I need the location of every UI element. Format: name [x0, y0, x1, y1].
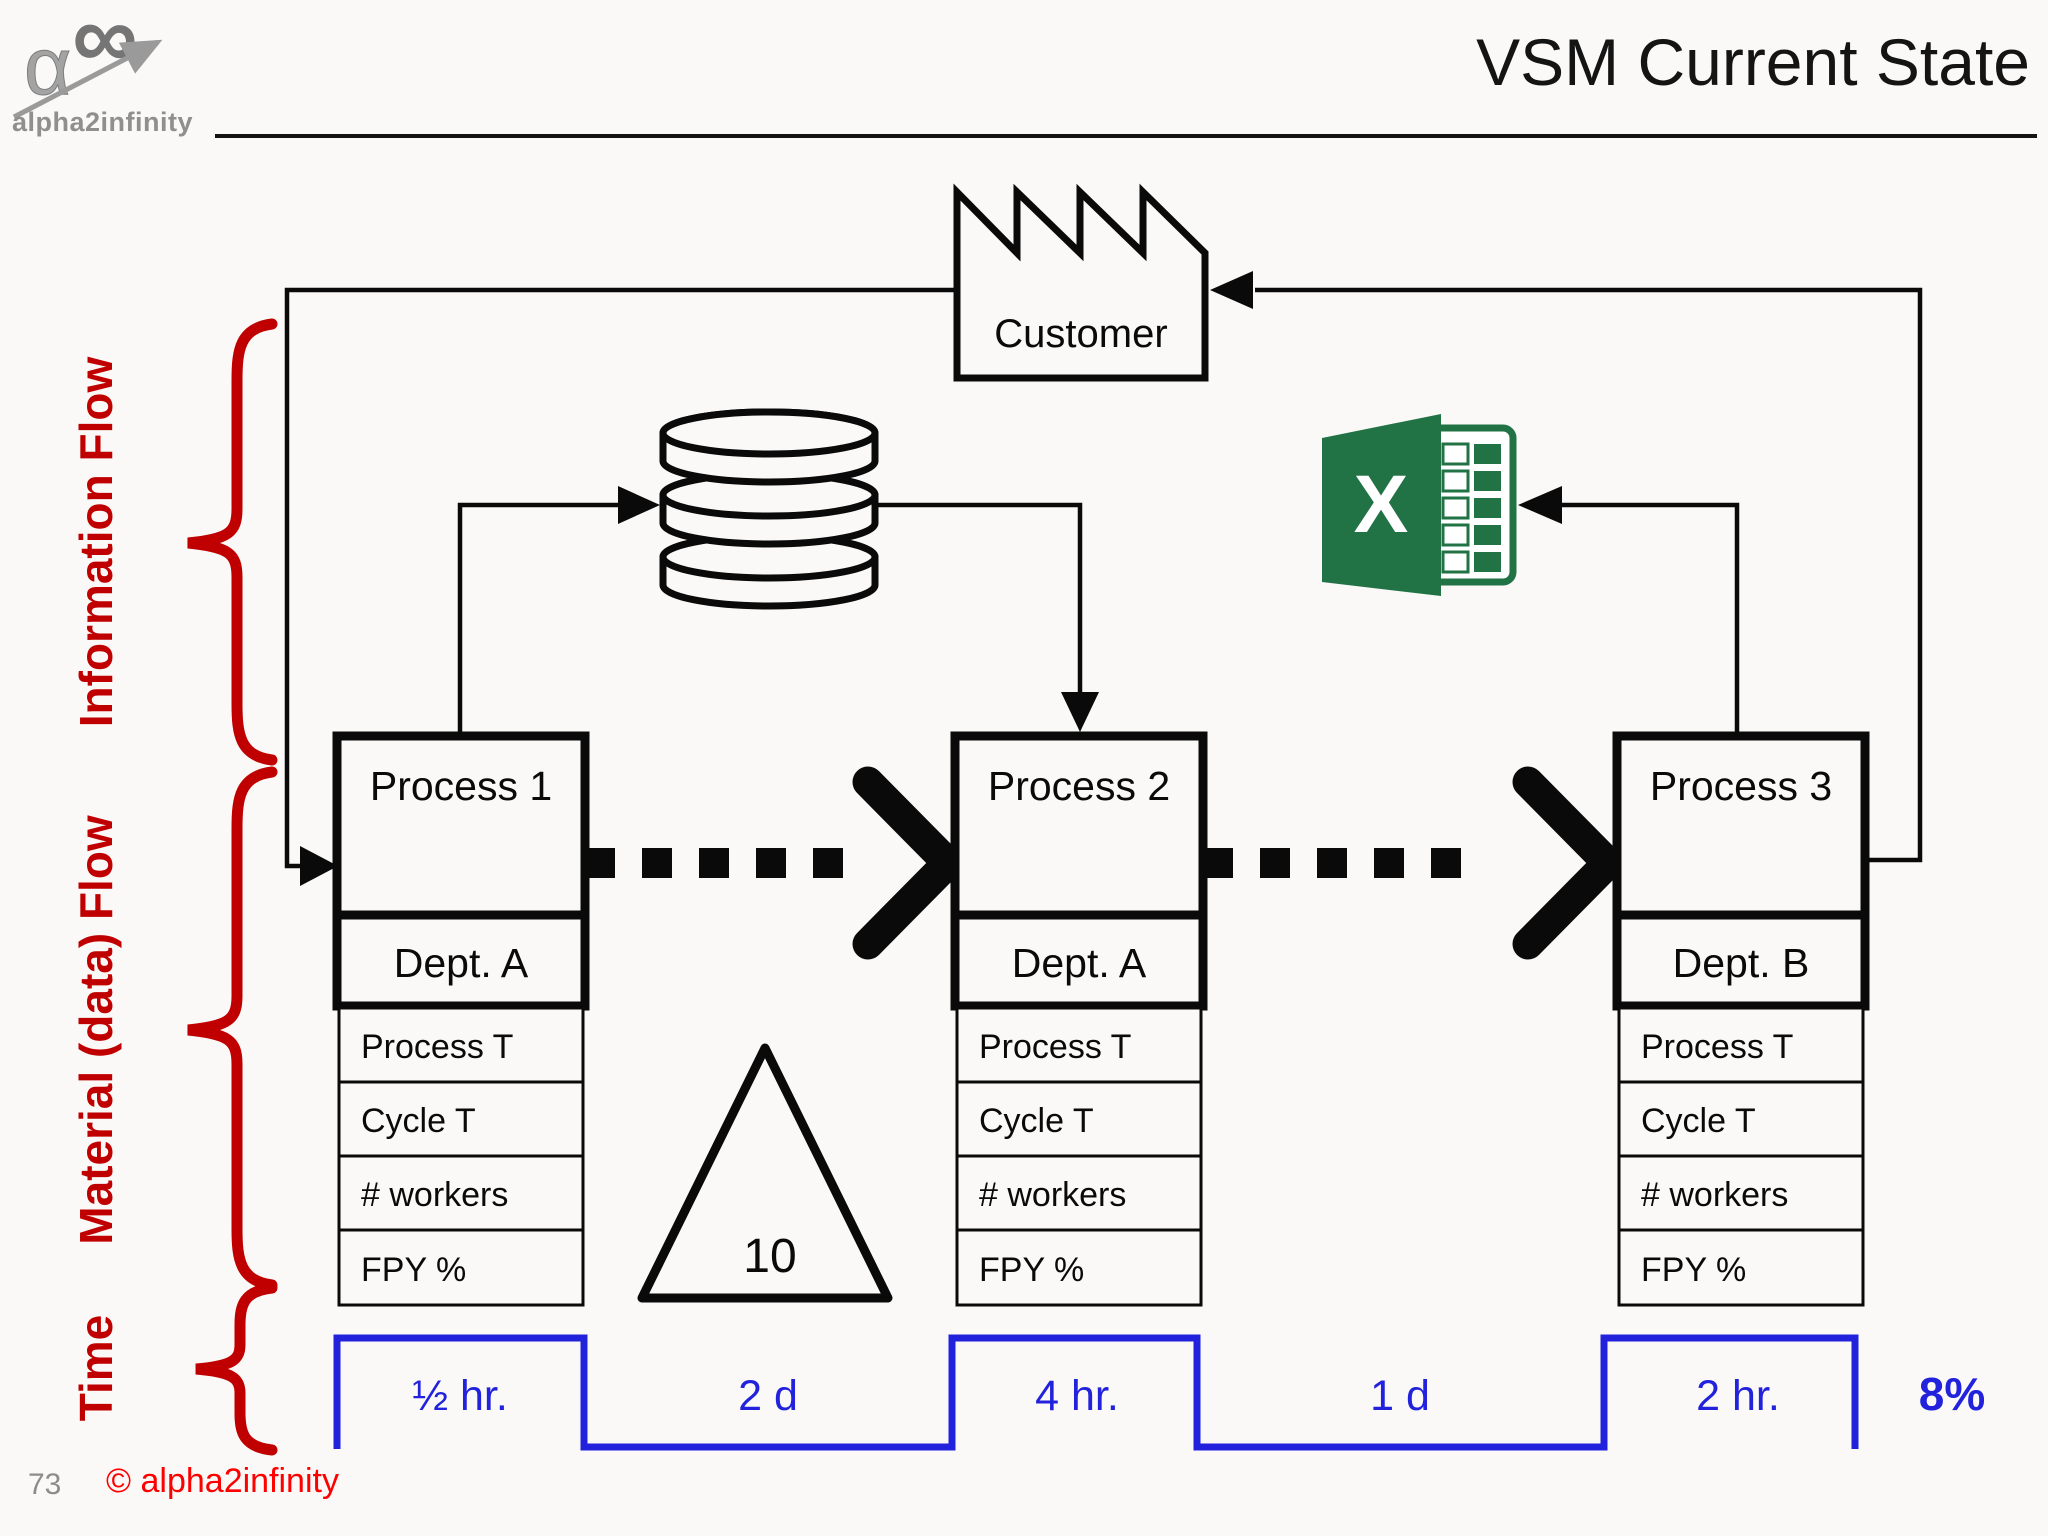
process3-outer-box — [1612, 731, 1870, 1011]
excel-sheet-grid — [1441, 442, 1501, 574]
page-number: 73 — [28, 1468, 62, 1501]
svg-text:Cycle T: Cycle T — [979, 1102, 1094, 1140]
process3-dept: Dept. B — [1673, 940, 1810, 986]
timeline: ½ hr. 2 d 4 hr. 1 d 2 hr. 8% — [333, 1334, 1985, 1451]
svg-text:# workers: # workers — [1641, 1176, 1788, 1214]
process1-to-database-line — [457, 502, 620, 736]
logo-arrow — [12, 39, 163, 120]
process3-title: Process 3 — [1650, 763, 1832, 809]
timeline-label-3: 4 hr. — [1035, 1372, 1119, 1420]
svg-text:Cycle T: Cycle T — [361, 1102, 476, 1140]
svg-text:FPY %: FPY % — [1641, 1251, 1746, 1289]
database-disk-top-rim — [659, 408, 879, 458]
process1-title: Process 1 — [370, 763, 552, 809]
process3-to-excel-line — [1560, 502, 1740, 736]
information-flow-lines — [284, 271, 1923, 886]
process2-outer-box — [950, 731, 1208, 1011]
process3-metric-labels: Process T Cycle T # workers FPY % — [1641, 1028, 1793, 1289]
process1-dept: Dept. A — [394, 940, 529, 986]
process2-title: Process 2 — [988, 763, 1170, 809]
process2-metric-labels: Process T Cycle T # workers FPY % — [979, 1028, 1131, 1289]
timeline-label-5: 2 hr. — [1696, 1372, 1780, 1420]
excel-x-letter: X — [1354, 459, 1409, 550]
slide-footer: 73 © alpha2infinity — [0, 1462, 600, 1522]
logo-wordmark: alpha2infinity — [12, 107, 193, 137]
process2-dept: Dept. A — [1012, 940, 1147, 986]
excel-cover — [1322, 414, 1441, 596]
svg-text:Process T: Process T — [361, 1028, 513, 1066]
logo-alpha-glyph: α — [24, 21, 71, 112]
customer-label: Customer — [994, 312, 1167, 356]
arrowhead-into-process1 — [300, 846, 338, 886]
factory-icon — [953, 183, 1209, 382]
database-to-process2-line — [875, 502, 1083, 694]
process3-metrics-table — [1617, 1006, 1865, 1307]
customer-factory: Customer — [953, 183, 1209, 382]
material-flow-label: Material (data) Flow — [70, 815, 122, 1245]
arrowhead-into-excel — [1518, 486, 1562, 524]
time-label: Time — [70, 1315, 122, 1422]
copyright-text: © alpha2infinity — [106, 1462, 339, 1500]
process2-metrics-table — [955, 1006, 1203, 1307]
excel-icon: X — [1322, 414, 1517, 596]
svg-text:# workers: # workers — [979, 1176, 1126, 1214]
arrowhead-into-process2 — [1061, 692, 1099, 732]
timeline-step-line — [333, 1334, 1859, 1451]
slide-title: VSM Current State — [1476, 25, 2030, 99]
process-box-1: Process 1 Dept. A Process T Cycle T # wo… — [332, 731, 590, 1307]
flow-braces — [187, 318, 278, 1456]
timeline-labels: ½ hr. 2 d 4 hr. 1 d 2 hr. — [412, 1372, 1780, 1420]
database-icon — [659, 408, 879, 610]
alpha2infinity-logo: α ∞ alpha2infinity — [12, 2, 193, 137]
inventory-value: 10 — [743, 1230, 796, 1283]
svg-text:FPY %: FPY % — [361, 1251, 466, 1289]
triangle-shape — [637, 1043, 893, 1303]
brace-material-flow — [187, 766, 278, 1291]
title-underline — [215, 134, 2037, 138]
svg-text:FPY %: FPY % — [979, 1251, 1084, 1289]
chevron-arrow-into-process3 — [1512, 766, 1624, 960]
information-flow-label: Information Flow — [70, 357, 122, 728]
svg-text:Cycle T: Cycle T — [1641, 1102, 1756, 1140]
inventory-triangle: 10 — [637, 1043, 893, 1303]
brace-time — [195, 1282, 278, 1456]
process-box-2: Process 2 Dept. A Process T Cycle T # wo… — [950, 731, 1208, 1307]
process1-metrics-table — [337, 1006, 585, 1307]
svg-text:Process T: Process T — [1641, 1028, 1793, 1066]
timeline-label-1: ½ hr. — [412, 1372, 508, 1420]
chevron-arrow-into-process2 — [852, 766, 964, 960]
arrowhead-into-customer — [1210, 271, 1253, 309]
brace-information-flow — [187, 318, 278, 766]
svg-text:# workers: # workers — [361, 1176, 508, 1214]
process1-outer-box — [332, 731, 590, 1011]
svg-text:Process T: Process T — [979, 1028, 1131, 1066]
process1-metric-labels: Process T Cycle T # workers FPY % — [361, 1028, 513, 1289]
timeline-label-2: 2 d — [738, 1372, 798, 1420]
flow-labels: Information Flow Material (data) Flow Ti… — [70, 357, 122, 1422]
process3-to-customer-line — [1255, 287, 1923, 863]
timeline-label-4: 1 d — [1370, 1372, 1430, 1420]
arrowhead-into-database — [618, 486, 660, 524]
process-box-3: Process 3 Dept. B Process T Cycle T # wo… — [1612, 731, 1870, 1307]
material-flow-arrows — [585, 766, 1624, 960]
customer-to-process1-line — [284, 287, 957, 869]
fpy-total-label: 8% — [1919, 1368, 1985, 1420]
